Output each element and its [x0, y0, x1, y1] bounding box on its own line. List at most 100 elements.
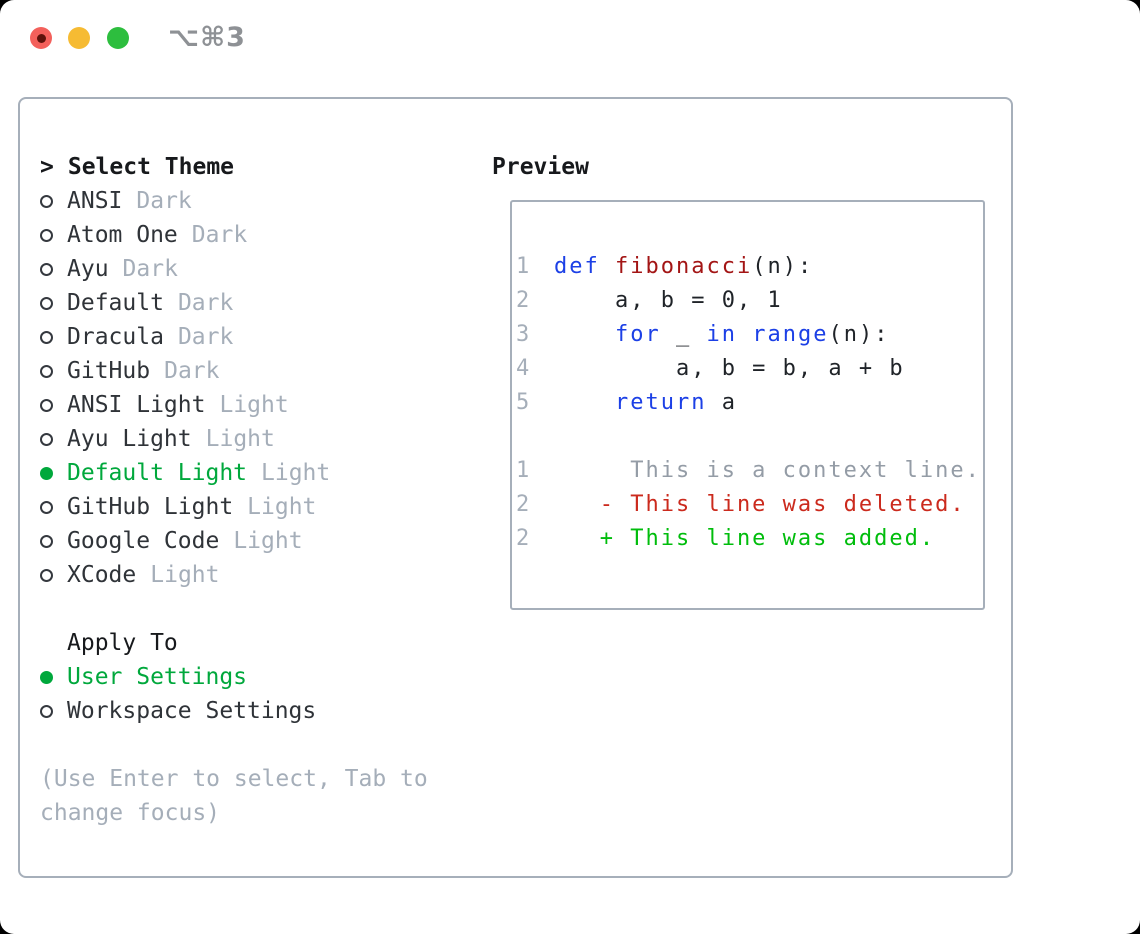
radio-icon — [40, 432, 53, 446]
code-token: fibonacci — [615, 254, 753, 279]
line-number: 4 — [516, 356, 532, 381]
code-token — [554, 390, 615, 415]
code-token: + This line was added. — [554, 526, 936, 551]
code-line: 1 This is a context line. — [512, 454, 983, 488]
item-label: XCode — [67, 562, 137, 588]
spacer — [40, 592, 492, 626]
item-variant-label: Dark — [177, 290, 234, 316]
keyboard-hint-line: (Use Enter to select, Tab to — [40, 766, 428, 792]
code-token: a, b = 0, 1 — [554, 288, 783, 313]
theme-item-atom-one[interactable]: Atom One Dark — [40, 218, 492, 252]
line-content: This is a context line. — [554, 454, 981, 488]
item-label: Default Light — [67, 460, 248, 486]
theme-item-default-light[interactable]: Default Light Light — [40, 456, 492, 490]
code-token: in — [706, 322, 737, 347]
code-line: 5 return a — [512, 386, 983, 420]
line-content: return a — [554, 386, 737, 420]
item-variant-label: Dark — [164, 358, 220, 384]
spacer — [40, 728, 492, 762]
theme-item-google-code[interactable]: Google Code Light — [40, 524, 492, 558]
theme-picker-panel: > Select Theme ANSI Dark Atom One Dark A… — [18, 97, 1013, 878]
minimize-button[interactable] — [68, 27, 90, 49]
radio-icon — [40, 534, 53, 548]
item-variant-label: Dark — [191, 222, 248, 248]
line-number — [512, 420, 540, 454]
select-theme-header: > Select Theme — [40, 150, 492, 184]
line-number: 2 — [516, 526, 532, 551]
apply-item-user-settings[interactable]: User Settings — [40, 660, 492, 694]
line-number: 2 — [516, 288, 532, 313]
line-content: + This line was added. — [554, 522, 935, 556]
item-label: Workspace Settings — [67, 698, 317, 724]
code-token: (n): — [752, 254, 814, 279]
radio-icon — [40, 500, 53, 514]
window-shortcut-label: ⌥⌘3 — [168, 22, 246, 53]
code-line: 2 - This line was deleted. — [512, 488, 983, 522]
radio-icon — [40, 568, 53, 582]
item-variant-label: Light — [205, 426, 275, 452]
item-variant-label: Light — [247, 494, 317, 520]
code-token — [600, 254, 615, 279]
radio-icon — [40, 398, 53, 412]
line-content: a, b = 0, 1 — [554, 284, 783, 318]
item-label: Atom One — [67, 222, 178, 248]
preview-title: Preview — [492, 154, 589, 180]
line-content: def fibonacci(n): — [554, 250, 813, 284]
apply-item-workspace-settings[interactable]: Workspace Settings — [40, 694, 492, 728]
radio-icon — [40, 670, 53, 684]
code-token: This is a context line. — [554, 458, 981, 483]
item-label: ANSI — [67, 188, 123, 214]
zoom-button[interactable] — [107, 27, 129, 49]
code-line: 1 def fibonacci(n): — [512, 250, 983, 284]
item-variant-label: Light — [219, 392, 289, 418]
theme-item-xcode[interactable]: XCode Light — [40, 558, 492, 592]
code-line: 4 a, b = b, a + b — [512, 352, 983, 386]
radio-icon — [40, 330, 53, 344]
line-number: 1 — [516, 254, 532, 279]
item-label: ANSI Light — [67, 392, 206, 418]
code-token: a — [706, 390, 737, 415]
theme-item-dracula[interactable]: Dracula Dark — [40, 320, 492, 354]
item-variant-label: Dark — [177, 324, 234, 350]
line-number: 1 — [516, 458, 532, 483]
theme-item-default[interactable]: Default Dark — [40, 286, 492, 320]
code-line: 2 a, b = 0, 1 — [512, 284, 983, 318]
item-label: User Settings — [67, 664, 248, 690]
theme-item-ayu[interactable]: Ayu Dark — [40, 252, 492, 286]
theme-item-github[interactable]: GitHub Dark — [40, 354, 492, 388]
radio-icon — [40, 262, 53, 276]
item-label: Ayu Light — [67, 426, 192, 452]
item-label: Ayu — [67, 256, 109, 282]
theme-item-ansi-light[interactable]: ANSI Light Light — [40, 388, 492, 422]
line-number: 5 — [516, 390, 532, 415]
radio-icon — [40, 194, 53, 208]
theme-item-github-light[interactable]: GitHub Light Light — [40, 490, 492, 524]
radio-icon — [40, 364, 53, 378]
theme-item-ansi[interactable]: ANSI Dark — [40, 184, 492, 218]
theme-list-section: > Select Theme ANSI Dark Atom One Dark A… — [40, 150, 492, 876]
apply-to-header: Apply To — [67, 630, 178, 656]
prompt-icon: > — [40, 154, 54, 180]
radio-icon — [40, 296, 53, 310]
code-token: _ — [660, 322, 707, 347]
line-content: a, b = b, a + b — [554, 352, 905, 386]
code-line: 3 for _ in range(n): — [512, 318, 983, 352]
code-token: (n): — [828, 322, 890, 347]
apply-to-list: User Settings Workspace Settings — [40, 660, 492, 728]
code-token: return — [614, 390, 707, 415]
code-token: def — [554, 254, 600, 279]
window-titlebar: ⌥⌘3 — [0, 0, 1140, 97]
code-token: - This line was deleted. — [554, 492, 966, 517]
code-line — [512, 420, 983, 454]
line-content: - This line was deleted. — [554, 488, 966, 522]
line-number: 2 — [516, 492, 532, 517]
code-token — [737, 322, 752, 347]
close-button[interactable] — [30, 27, 52, 49]
item-label: Default — [67, 290, 164, 316]
theme-item-ayu-light[interactable]: Ayu Light Light — [40, 422, 492, 456]
item-variant-label: Light — [233, 528, 303, 554]
line-content: for _ in range(n): — [554, 318, 889, 352]
line-number: 3 — [516, 322, 532, 347]
item-label: Dracula — [67, 324, 164, 350]
